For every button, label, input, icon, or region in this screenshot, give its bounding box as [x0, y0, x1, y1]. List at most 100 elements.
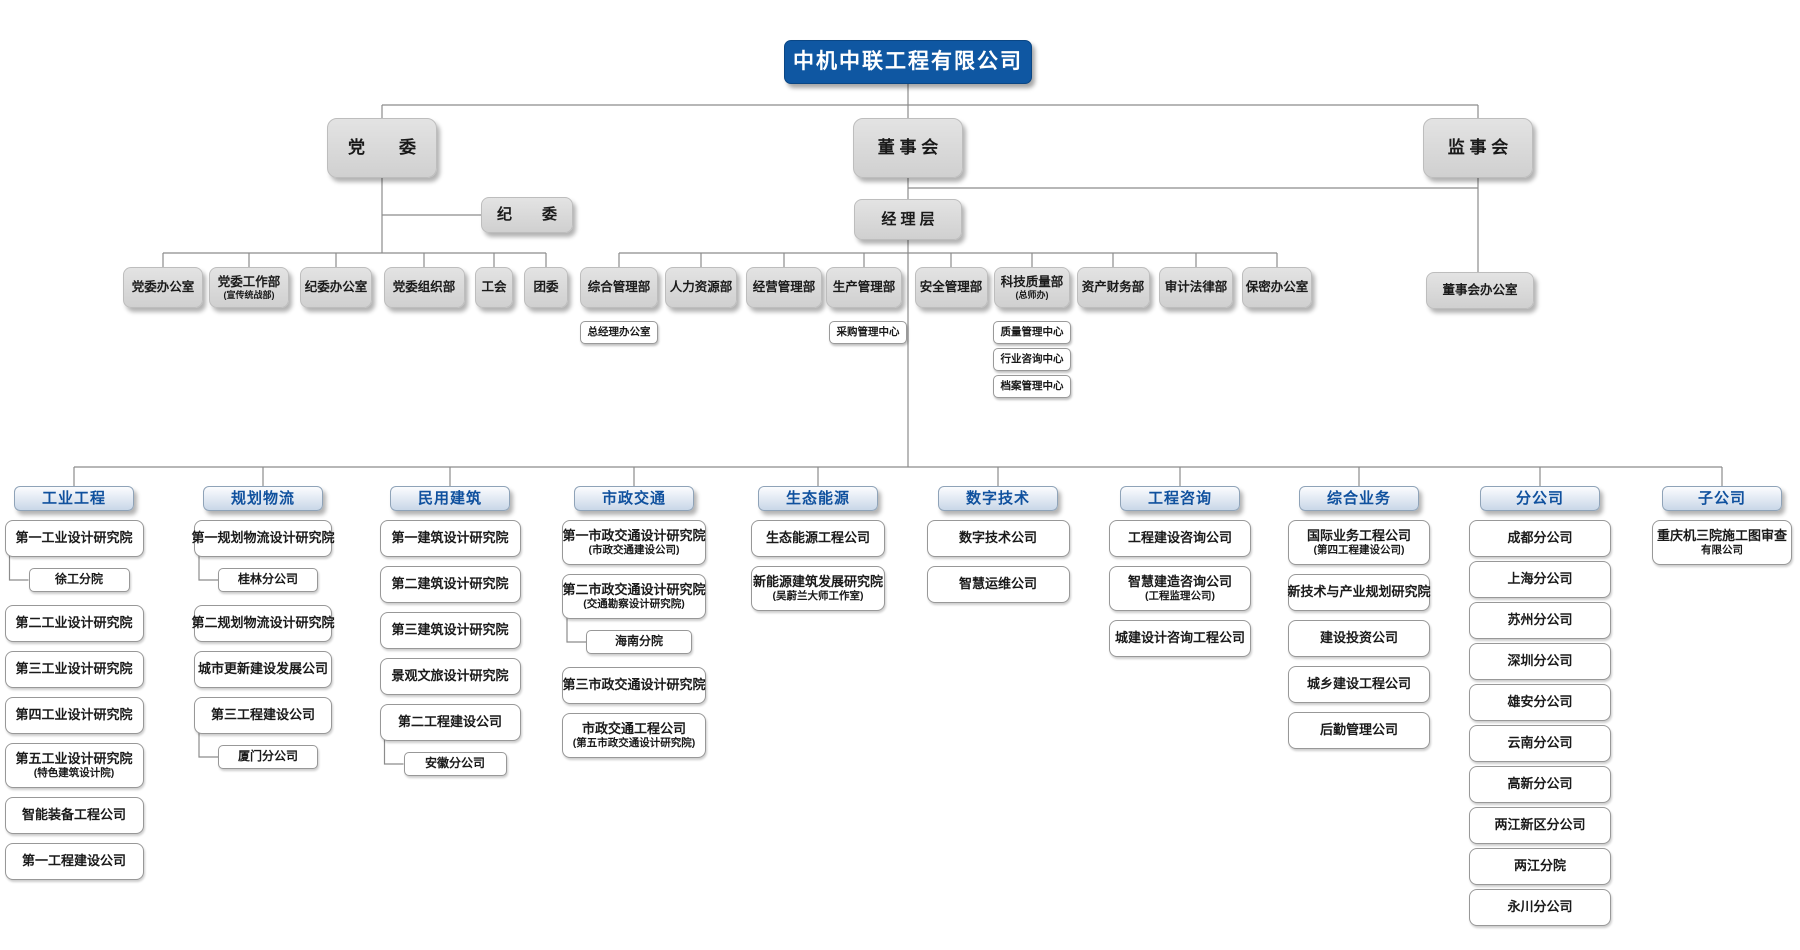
node-label: 监 事 会 — [1447, 138, 1509, 158]
node-label: 第二规划物流设计研究院 — [191, 615, 335, 631]
unit-node-branch-companies-9: 永川分公司 — [1469, 889, 1611, 926]
node-sublabel: (特色建筑设计院) — [33, 766, 115, 779]
node-label: 两江新区分公司 — [1494, 817, 1586, 833]
unit-node-comprehensive-business-1: 新技术与产业规划研究院 — [1287, 574, 1431, 611]
node-label: 新技术与产业规划研究院 — [1287, 584, 1431, 600]
unit-node-engineering-consulting-0: 工程建设咨询公司 — [1109, 520, 1251, 557]
node-sublabel: (交通勘察设计研究院) — [583, 597, 685, 610]
node-label: 审计法律部 — [1164, 280, 1228, 295]
node-label: 智能装备工程公司 — [21, 807, 126, 823]
node-label: 雄安分公司 — [1507, 694, 1573, 710]
node-label: 厦门分公司 — [237, 749, 298, 764]
unit-node-comprehensive-business-2: 建设投资公司 — [1288, 620, 1430, 657]
node-label: 智慧建造咨询公司 — [1127, 574, 1232, 589]
node-label: 重庆机三院施工图审查 — [1656, 528, 1787, 543]
party-dept-node-1: 党委工作部(宣传统战部) — [209, 267, 289, 308]
node-sublabel: (宣传统战部) — [223, 290, 275, 301]
node-label: 第二市政交通设计研究院 — [562, 582, 706, 597]
node-label: 总经理办公室 — [587, 326, 651, 339]
node-label: 第二工业设计研究院 — [15, 615, 133, 631]
unit-node-industrial-engineering-3: 第四工业设计研究院 — [4, 697, 144, 734]
node-label: 第二工程建设公司 — [397, 714, 502, 730]
node-label: 行业咨询中心 — [1000, 353, 1064, 366]
subunit-node-municipal-transport-1-0: 海南分院 — [586, 630, 692, 654]
mgmt-dept-node-8: 保密办公室 — [1242, 267, 1312, 308]
node-label: 第一工业设计研究院 — [15, 530, 133, 546]
unit-node-branch-companies-4: 雄安分公司 — [1469, 684, 1611, 721]
unit-node-branch-companies-2: 苏州分公司 — [1469, 602, 1611, 639]
unit-node-branch-companies-3: 深圳分公司 — [1469, 643, 1611, 680]
node-label: 安徽分公司 — [424, 756, 485, 771]
category-node-comprehensive-business: 综合业务 — [1299, 486, 1419, 511]
node-label: 国际业务工程公司 — [1306, 528, 1411, 543]
node-label: 城建设计咨询工程公司 — [1114, 630, 1245, 646]
category-node-engineering-consulting: 工程咨询 — [1120, 486, 1240, 511]
unit-node-engineering-consulting-2: 城建设计咨询工程公司 — [1109, 620, 1251, 657]
node-label: 人力资源部 — [669, 280, 733, 295]
category-node-subsidiaries: 子公司 — [1662, 486, 1782, 511]
unit-node-digital-technology-1: 智慧运维公司 — [926, 566, 1070, 603]
attached-center-node-3: 行业咨询中心 — [993, 348, 1071, 371]
unit-node-industrial-engineering-4: 第五工业设计研究院(特色建筑设计院) — [4, 743, 144, 788]
node-label: 工程建设咨询公司 — [1127, 530, 1232, 546]
node-label: 团委 — [533, 280, 559, 295]
mgmt-dept-node-3: 生产管理部 — [826, 267, 902, 308]
node-label: 市政交通工程公司 — [581, 721, 686, 736]
node-label: 档案管理中心 — [1000, 380, 1064, 393]
node-label: 分公司 — [1515, 489, 1564, 507]
company-root-node: 中机中联工程有限公司 — [784, 40, 1032, 84]
mgmt-dept-node-7: 审计法律部 — [1159, 267, 1233, 308]
party-dept-node-3: 党委组织部 — [383, 267, 465, 308]
node-label: 第一建筑设计研究院 — [391, 530, 509, 546]
mgmt-dept-node-6: 资产财务部 — [1076, 267, 1150, 308]
node-label: 苏州分公司 — [1507, 612, 1573, 628]
unit-node-comprehensive-business-3: 城乡建设工程公司 — [1288, 666, 1430, 703]
unit-node-industrial-engineering-6: 第一工程建设公司 — [4, 843, 144, 880]
unit-node-branch-companies-1: 上海分公司 — [1469, 561, 1611, 598]
mgmt-dept-node-2: 经营管理部 — [746, 267, 822, 308]
node-label: 数字技术 — [965, 489, 1030, 507]
unit-node-municipal-transport-2: 第三市政交通设计研究院 — [562, 667, 706, 704]
unit-node-civil-architecture-0: 第一建筑设计研究院 — [379, 520, 521, 557]
attached-center-node-1: 采购管理中心 — [829, 321, 907, 344]
node-sublabel: (第五市政交通设计研究院) — [572, 736, 696, 749]
org-node-board-office: 董事会办公室 — [1426, 272, 1534, 309]
node-sublabel: 有限公司 — [1701, 543, 1743, 556]
unit-node-eco-energy-0: 生态能源工程公司 — [751, 520, 885, 557]
node-label: 智慧运维公司 — [958, 576, 1037, 592]
node-label: 桂林分公司 — [237, 572, 298, 587]
node-label: 景观文旅设计研究院 — [391, 668, 509, 684]
unit-node-branch-companies-7: 两江新区分公司 — [1469, 807, 1611, 844]
node-label: 工业工程 — [41, 489, 106, 507]
node-label: 城市更新建设发展公司 — [197, 661, 328, 677]
unit-node-planning-logistics-1: 第二规划物流设计研究院 — [191, 605, 335, 642]
node-label: 云南分公司 — [1507, 735, 1573, 751]
mgmt-dept-node-0: 综合管理部 — [580, 267, 658, 308]
node-label: 党委办公室 — [131, 280, 195, 295]
node-label: 采购管理中心 — [836, 326, 900, 339]
node-label: 质量管理中心 — [1000, 326, 1064, 339]
category-node-eco-energy: 生态能源 — [758, 486, 878, 511]
mgmt-dept-node-5: 科技质量部(总师办) — [994, 267, 1070, 308]
unit-node-branch-companies-8: 两江分院 — [1469, 848, 1611, 885]
org-node-management-level: 经 理 层 — [854, 199, 962, 240]
unit-node-engineering-consulting-1: 智慧建造咨询公司(工程监理公司) — [1109, 566, 1251, 611]
attached-center-node-0: 总经理办公室 — [580, 321, 658, 344]
unit-node-municipal-transport-1: 第二市政交通设计研究院(交通勘察设计研究院) — [562, 574, 706, 619]
node-label: 党 委 — [348, 138, 416, 158]
unit-node-branch-companies-5: 云南分公司 — [1469, 725, 1611, 762]
node-label: 经 理 层 — [881, 210, 935, 228]
unit-node-comprehensive-business-4: 后勤管理公司 — [1288, 712, 1430, 749]
node-label: 生态能源工程公司 — [765, 530, 870, 546]
node-label: 工程咨询 — [1147, 489, 1212, 507]
node-label: 海南分院 — [614, 634, 663, 649]
unit-node-industrial-engineering-1: 第二工业设计研究院 — [4, 605, 144, 642]
gov-node-party-committee: 党 委 — [327, 118, 437, 178]
node-label: 综合业务 — [1326, 489, 1391, 507]
subunit-node-civil-architecture-4-0: 安徽分公司 — [403, 752, 507, 776]
node-label: 徐工分院 — [54, 572, 103, 587]
node-label: 深圳分公司 — [1507, 653, 1573, 669]
node-label: 民用建筑 — [417, 489, 482, 507]
node-label: 第四工业设计研究院 — [15, 707, 133, 723]
